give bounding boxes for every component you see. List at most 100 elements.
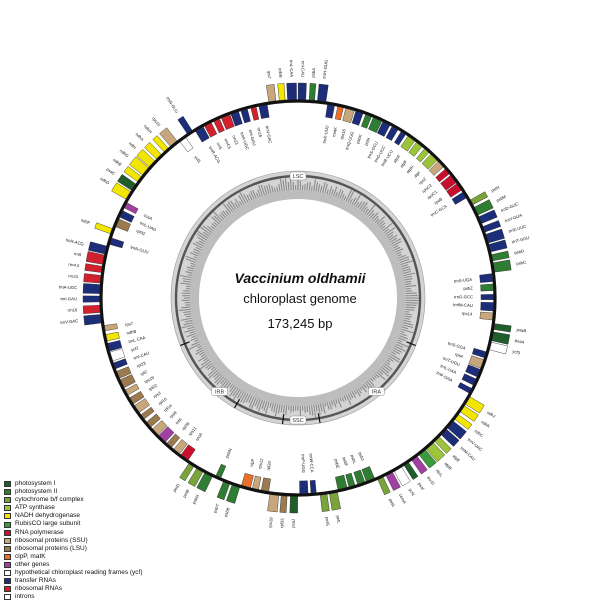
gene-label: ndhD bbox=[99, 176, 110, 185]
gene-label: trnT-GGU bbox=[511, 235, 530, 244]
gene-label: rpoB bbox=[433, 196, 443, 205]
legend-label: NADH dehydrogenase bbox=[15, 512, 80, 520]
gene-block bbox=[110, 238, 124, 248]
legend-swatch bbox=[4, 586, 11, 592]
gene-label: trnK-UUU bbox=[322, 125, 330, 144]
gene-label: trnI-CAU bbox=[300, 61, 305, 77]
gene-block bbox=[290, 496, 298, 513]
gene-block bbox=[310, 480, 316, 493]
gene-label: trnD-GUC bbox=[500, 201, 519, 213]
gene-label: psaI bbox=[417, 481, 426, 490]
gene-label: petG bbox=[324, 517, 330, 527]
gene-label: rpoA bbox=[194, 432, 203, 442]
gene-label: trnP-UGG bbox=[301, 454, 307, 473]
gene-label: rpl2 bbox=[139, 369, 148, 377]
genome-subtitle: chloroplast genome bbox=[0, 291, 600, 306]
gene-label: rps4 bbox=[454, 352, 464, 360]
legend-item: clpP, matK bbox=[4, 553, 143, 561]
gene-block bbox=[216, 464, 226, 478]
gene-label: trnV-GAC bbox=[265, 125, 273, 144]
gene-block bbox=[287, 83, 297, 100]
gene-label: psbK bbox=[355, 134, 363, 145]
gene-label: trnM-CAU bbox=[459, 445, 476, 461]
gene-label: psbA bbox=[311, 68, 317, 78]
gene-label: trnC-GCA bbox=[430, 203, 448, 217]
legend-item: transfer RNAs bbox=[4, 577, 143, 585]
gene-block bbox=[490, 342, 508, 354]
region-label-irb: IRB bbox=[215, 390, 225, 396]
legend-swatch bbox=[4, 562, 11, 568]
gene-label: rpl32 bbox=[136, 228, 147, 236]
gene-label: trnW-CCA bbox=[308, 453, 315, 473]
gene-label: rbcL bbox=[435, 468, 444, 478]
gene-label: trnQ-UUG bbox=[344, 131, 355, 150]
gene-block bbox=[492, 251, 509, 261]
gene-label: trnH-GUG bbox=[322, 60, 329, 79]
region-label-ira: IRA bbox=[372, 390, 382, 396]
gene-block bbox=[261, 478, 270, 492]
gene-label: petN bbox=[490, 185, 500, 194]
gene-label: atpE bbox=[452, 453, 462, 463]
gene-block bbox=[278, 83, 285, 100]
gene-block bbox=[106, 332, 120, 341]
gene-label: psbM bbox=[495, 194, 507, 203]
gene-label: trnL-CAA bbox=[289, 60, 295, 78]
gene-block bbox=[178, 116, 192, 133]
gene-label: atpI bbox=[413, 170, 421, 179]
legend-label: hypothetical chloroplast reading frames … bbox=[15, 569, 143, 577]
gene-label: atpF bbox=[399, 159, 408, 169]
gene-label: clpP bbox=[249, 458, 256, 467]
gene-label: rrn16 bbox=[67, 307, 78, 313]
legend-item: ribosomal RNAs bbox=[4, 585, 143, 593]
gene-label: ndhA bbox=[135, 132, 146, 143]
region-label-lsc: LSC bbox=[293, 174, 304, 180]
gene-label: psbC bbox=[516, 260, 526, 266]
legend-item: other genes bbox=[4, 561, 143, 569]
gene-label: ycf3 bbox=[512, 349, 521, 356]
legend-item: NADH dehydrogenase bbox=[4, 512, 143, 520]
gene-block bbox=[259, 105, 269, 119]
gene-label: trnR-ACG bbox=[65, 237, 84, 246]
legend-swatch bbox=[4, 594, 11, 600]
legend-swatch bbox=[4, 578, 11, 584]
legend-label: photosystem II bbox=[15, 488, 57, 496]
gene-label: accD bbox=[426, 475, 436, 486]
legend-swatch bbox=[4, 554, 11, 560]
gene-label: trnA-UGC bbox=[239, 131, 250, 150]
gene-label: psaJ bbox=[291, 519, 296, 528]
legend-item: RubisCO large subunit bbox=[4, 520, 143, 528]
gene-label: rps2 bbox=[418, 176, 428, 186]
gene-block bbox=[266, 84, 276, 101]
gene-block bbox=[472, 348, 486, 357]
gene-label: infA bbox=[174, 417, 183, 426]
gene-label: psbI bbox=[363, 137, 371, 146]
gene-block bbox=[298, 83, 306, 100]
gene-label: petD bbox=[172, 483, 181, 493]
gene-label: rrn5 bbox=[73, 251, 82, 257]
gene-label: cemA bbox=[398, 493, 407, 505]
gene-block bbox=[320, 494, 329, 511]
gene-label: psbJ bbox=[358, 451, 366, 461]
legend-label: photosystem I bbox=[15, 480, 55, 488]
legend-item: ribosomal proteins (LSU) bbox=[4, 545, 143, 553]
gene-block bbox=[83, 305, 100, 313]
gene-label: ndhK bbox=[480, 419, 491, 429]
gene-label: trnN-GUU bbox=[165, 96, 179, 114]
legend-label: ribosomal RNAs bbox=[15, 585, 62, 593]
gene-label: rps16 bbox=[339, 128, 347, 140]
legend-item: RNA polymerase bbox=[4, 529, 143, 537]
gene-label: ndhH bbox=[143, 124, 153, 135]
gene-label: matK bbox=[331, 126, 338, 137]
legend-item: cytochrome b/f complex bbox=[4, 496, 143, 504]
gene-label: atpB bbox=[443, 461, 453, 471]
gene-label: rps7 bbox=[266, 70, 272, 79]
gene-label: trnY-GUA bbox=[504, 212, 523, 223]
legend-swatch bbox=[4, 481, 11, 487]
legend-label: clpP, matK bbox=[15, 553, 46, 561]
legend-swatch bbox=[4, 570, 11, 576]
gene-label: ndhJ bbox=[486, 410, 496, 419]
gene-label: petL bbox=[335, 515, 341, 525]
gene-label: atpA bbox=[392, 154, 401, 164]
gene-label: petA bbox=[388, 498, 396, 508]
